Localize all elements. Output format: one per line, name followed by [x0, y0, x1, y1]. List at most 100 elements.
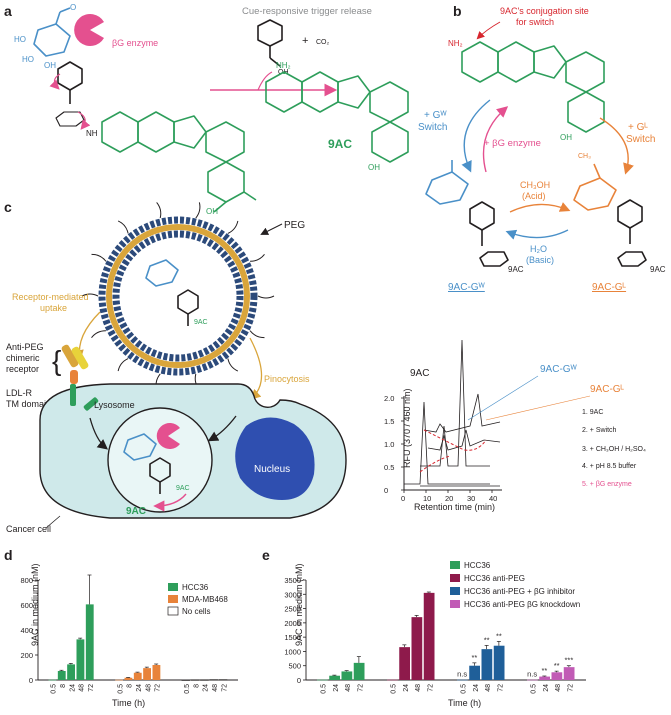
hplc-y-tick-label: 1.0 [384, 440, 394, 449]
bar-hcc36-anti-peg-g-inhibitor [493, 645, 505, 680]
hplc-xlabel: Retention time (min) [414, 502, 495, 512]
significance-label: ** [541, 666, 547, 675]
y-tick-label: 800 [20, 576, 33, 585]
y-tick-label: 600 [20, 601, 33, 610]
peg-label: PEG [284, 220, 305, 231]
y-tick-label: 1000 [284, 647, 301, 656]
bar-hcc36-anti-peg-g-knockdown [527, 679, 538, 681]
x-tick-label: 0.5 [391, 684, 398, 694]
hplc-trace-label: 4. + pH 8.5 buffer [582, 463, 637, 470]
peg-chain [227, 220, 239, 234]
legend-label: HCC36 [182, 583, 209, 592]
y-tick-label: 0 [29, 676, 33, 685]
hplc-ylabel: RFU (370 / 460 nm) [402, 388, 412, 468]
gw-switch-label: + Gᵂ [424, 110, 447, 121]
significance-label: ** [496, 631, 502, 640]
hplc-trace-label: 3. + CH₃OH / H₂SO₄ [582, 446, 646, 453]
x-tick-label: 48 [79, 684, 86, 692]
x-tick-label: 8 [60, 684, 67, 688]
legend-swatch [450, 600, 460, 608]
9ac-gl-compound [573, 163, 617, 211]
bar-mda-mb468 [133, 672, 142, 680]
x-tick-label: 0.5 [531, 684, 538, 694]
x-tick-label: 72 [88, 684, 95, 692]
bar-mda-mb468 [124, 677, 133, 680]
hplc-x-tick-label: 0 [401, 494, 405, 503]
svg-text:9AC: 9AC [176, 485, 190, 492]
hplc-x-tick-label: 10 [423, 494, 431, 503]
x-tick-label: 24 [203, 684, 210, 692]
peg-chain [117, 220, 129, 234]
peg-chain [91, 330, 106, 338]
bar-hcc36 [329, 675, 340, 680]
x-tick-label: 24 [543, 684, 550, 692]
significance-label: ** [471, 653, 477, 662]
nucleus [235, 417, 315, 500]
anti-peg-chimeric-receptor [61, 344, 99, 411]
y-tick-label: 2000 [284, 619, 301, 628]
bar-hcc36-anti-peg [411, 617, 423, 680]
peg-chain [156, 202, 162, 219]
legend-swatch [168, 583, 178, 591]
bar-hcc36-anti-peg-g-inhibitor [469, 665, 480, 680]
hplc-y-tick-label: 0.5 [384, 463, 394, 472]
x-tick-label: 24 [136, 684, 143, 692]
bar-hcc36 [67, 664, 75, 680]
bar-hcc36 [85, 604, 94, 680]
x-tick-label: 48 [555, 684, 562, 692]
y-tick-label: 500 [288, 662, 301, 671]
y-tick-label: 2500 [284, 605, 301, 614]
peg-chain [117, 358, 129, 372]
x-tick-label: 48 [145, 684, 152, 692]
9ac-gw-compound [425, 160, 469, 205]
legend-label: HCC36 anti-PEG βG knockdown [464, 600, 580, 609]
svg-text:9AC: 9AC [194, 319, 208, 326]
linker-benzene [55, 61, 85, 127]
panel-letter-c: c [4, 199, 12, 215]
bar-hcc36-anti-peg-g-knockdown [551, 672, 563, 680]
peg-chain [91, 253, 107, 262]
svg-text:Switch: Switch [418, 122, 447, 133]
x-tick-label: 8 [127, 684, 134, 688]
legend-label: MDA-MB468 [182, 595, 228, 604]
glucuronide-moiety [33, 7, 71, 57]
hplc-trace-label: 1. 9AC [582, 409, 603, 416]
x-tick-label: 72 [155, 684, 162, 692]
enzyme-label-a: βG enzyme [112, 38, 158, 48]
significance-label: ** [554, 661, 560, 670]
bar-hcc36-anti-peg-g-inhibitor [481, 649, 493, 680]
gw-switch-arrow [461, 99, 491, 173]
released-9ac-label: 9AC [126, 506, 146, 517]
x-tick-label: 48 [485, 684, 492, 692]
svg-text:HO: HO [14, 35, 26, 44]
svg-text:TM domain: TM domain [6, 399, 51, 409]
acid-label: CH₃OH [520, 180, 550, 190]
x-tick-label: 24 [403, 684, 410, 692]
gl-switch-arrow [599, 117, 634, 175]
bar-hcc36-anti-peg-g-knockdown [563, 667, 575, 680]
x-tick-label: 0.5 [184, 684, 191, 694]
bar-hcc36 [353, 662, 365, 680]
bar-hcc36-anti-peg-g-knockdown [539, 676, 550, 680]
legend-label: HCC36 anti-PEG + βG inhibitor [464, 587, 575, 596]
hplc-traces [404, 339, 501, 487]
bar-no-cells [218, 679, 228, 681]
bar-hcc36-anti-peg [423, 592, 435, 680]
co2-label: CO₂ [316, 39, 330, 46]
bar-mda-mb468 [143, 668, 151, 680]
enzyme-pacman-icon [74, 14, 104, 46]
x-tick-label: 48 [212, 684, 219, 692]
nh2-label-b: NH₂ [448, 39, 463, 48]
9ac-molecule-b [461, 41, 605, 133]
enzyme-label-b: + βG enzyme [484, 138, 541, 149]
bar-hcc36 [76, 639, 85, 680]
peg-chain [81, 293, 99, 297]
lysosome-label: Lysosome [94, 400, 135, 410]
bar-hcc36-anti-peg [399, 647, 410, 680]
conjugation-site-label: 9AC's conjugation site [500, 6, 589, 16]
legend-label: No cells [182, 607, 210, 616]
